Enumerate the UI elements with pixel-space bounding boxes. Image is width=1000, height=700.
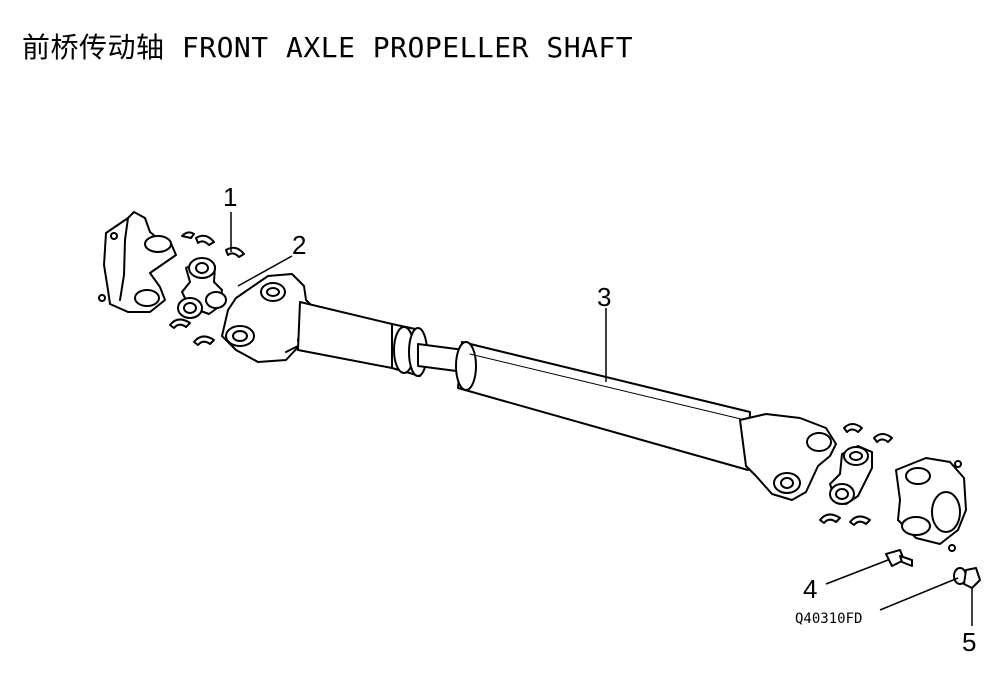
right-tube-yoke (739, 413, 837, 501)
callout-5: 5 (962, 627, 977, 657)
left-flange-yoke (98, 211, 177, 313)
right-flange-yoke (895, 457, 967, 552)
part-code: Q40310FD (795, 611, 863, 627)
callout-1: 1 (223, 182, 238, 212)
bolt (885, 549, 913, 567)
callout-2: 2 (292, 230, 307, 260)
callout-3: 3 (597, 282, 612, 312)
washer-and-nut (953, 567, 981, 589)
right-snap-rings (819, 423, 893, 526)
right-universal-joint-cross (829, 445, 873, 505)
left-universal-joint-cross (177, 257, 227, 319)
diagram-title: 前桥传动轴 FRONT AXLE PROPELLER SHAFT (22, 31, 634, 64)
main-tube (455, 341, 751, 471)
leader-lines (230, 212, 973, 626)
callout-4: 4 (803, 574, 818, 604)
left-snap-rings (169, 231, 245, 346)
spline-sleeve (297, 301, 428, 377)
